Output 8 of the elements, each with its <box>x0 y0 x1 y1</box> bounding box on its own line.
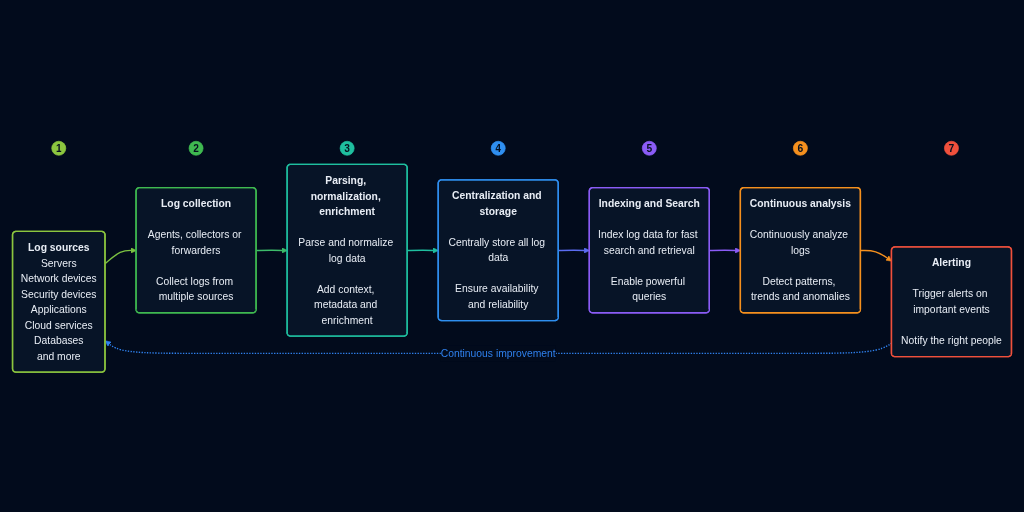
edge-label: Continuous improvement <box>440 346 556 359</box>
node-circle: 2 <box>188 140 204 156</box>
node-circle: 6 <box>793 140 808 156</box>
node-circle: 3 <box>339 140 355 156</box>
node-circle: 5 <box>641 140 657 156</box>
node-circle: 7 <box>944 140 959 156</box>
node-circle: 1 <box>51 140 67 156</box>
node-circle: 4 <box>490 140 506 156</box>
